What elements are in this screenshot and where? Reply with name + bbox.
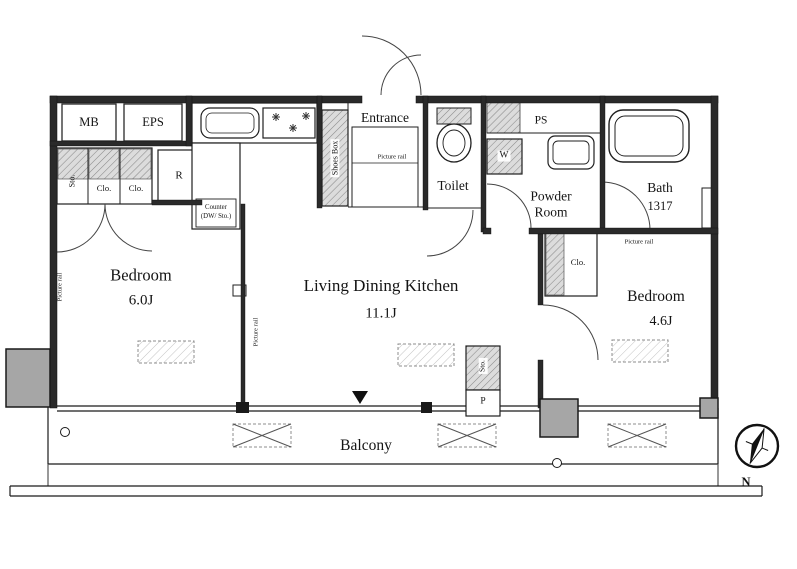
window-lines bbox=[57, 405, 711, 412]
pipe-label: P bbox=[480, 396, 486, 407]
picture-rail-label-entrance: Picture rail bbox=[377, 153, 407, 161]
stove-icon bbox=[262, 107, 316, 139]
room-label-toilet: Toilet bbox=[437, 178, 469, 194]
washer-label: W bbox=[497, 150, 511, 162]
ac-unit-markers bbox=[137, 339, 669, 367]
door-arc bbox=[56, 203, 106, 253]
room-label-bath: Bath bbox=[647, 180, 673, 196]
compass-icon bbox=[734, 423, 780, 469]
door-arc bbox=[426, 209, 474, 257]
sliding-door-pocket bbox=[232, 284, 247, 297]
entrance-area bbox=[347, 35, 423, 208]
storage-pipe-boxes bbox=[465, 345, 501, 417]
door-arc bbox=[104, 203, 153, 252]
counter-label-line2: (DW/ Sto.) bbox=[200, 213, 232, 220]
door-arc bbox=[601, 181, 651, 231]
mb-eps-boxes bbox=[61, 103, 183, 142]
door-arc bbox=[542, 304, 599, 361]
shoes-box-label: Shoes Box bbox=[330, 138, 340, 178]
refrigerator-label: R bbox=[175, 169, 183, 182]
pillars bbox=[5, 348, 719, 438]
bathtub-icon bbox=[608, 109, 690, 163]
north-label: N bbox=[741, 474, 751, 489]
pipe-space-hatch bbox=[486, 99, 521, 134]
entrance-door-arc bbox=[361, 35, 422, 96]
mb-label: MB bbox=[79, 114, 99, 129]
room-size-bedroom-right: 4.6J bbox=[649, 313, 673, 329]
storage-label-sto-bottom: Sto. bbox=[477, 358, 488, 374]
toilet-icon bbox=[436, 107, 472, 163]
closet-label-right: Clo. bbox=[568, 257, 588, 268]
pillar bbox=[539, 398, 579, 438]
picture-rail-label-right: Picture rail bbox=[624, 238, 654, 246]
room-label-balcony: Balcony bbox=[340, 437, 392, 455]
entrance-door-arc bbox=[380, 54, 422, 96]
toilet-room bbox=[426, 107, 481, 257]
room-label-powder-room: Powder Room bbox=[530, 188, 572, 219]
counter-label-line1: Counter bbox=[205, 204, 227, 212]
room-size-bedroom-left: 6.0J bbox=[128, 292, 154, 309]
wall-junction-stubs bbox=[236, 402, 432, 413]
room-size-bath: 1317 bbox=[647, 198, 673, 213]
door-arc bbox=[486, 183, 532, 229]
room-size-ldk: 11.1J bbox=[365, 305, 397, 322]
kitchen-counter bbox=[191, 102, 318, 230]
outdoor-unit-markers bbox=[232, 423, 667, 448]
room-label-bedroom-right: Bedroom bbox=[627, 288, 685, 306]
balcony-outline bbox=[9, 407, 763, 497]
pillar bbox=[5, 348, 51, 408]
picture-rail-label-left: Picture rail bbox=[56, 272, 64, 302]
balcony-access-marker bbox=[352, 391, 368, 404]
room-label-entrance: Entrance bbox=[361, 110, 409, 126]
closet-label-left-1: Clo. bbox=[96, 183, 112, 194]
closet-left bbox=[56, 147, 153, 253]
ps-label: PS bbox=[534, 114, 548, 127]
pillar bbox=[699, 397, 719, 419]
closet-right bbox=[542, 231, 599, 361]
closet-hatch bbox=[57, 148, 89, 180]
room-label-bedroom-left: Bedroom bbox=[110, 265, 172, 285]
closet-label-left-2: Clo. bbox=[128, 183, 144, 194]
picture-rail-label-mid: Picture rail bbox=[252, 317, 260, 347]
washbasin-icon bbox=[547, 135, 595, 170]
bath-area bbox=[601, 109, 716, 231]
eps-label: EPS bbox=[142, 114, 164, 129]
counter-label-box bbox=[195, 198, 237, 228]
counter-label: Counter (DW/ Sto.) bbox=[201, 204, 231, 222]
storage-label-sto-left: Sto. bbox=[67, 174, 77, 188]
interior-walls bbox=[49, 95, 719, 411]
room-label-ldk: Living Dining Kitchen bbox=[303, 276, 459, 296]
